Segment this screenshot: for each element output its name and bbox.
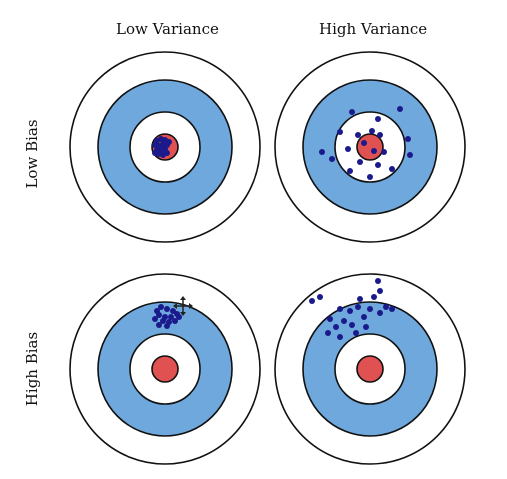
shot-dot <box>337 306 343 312</box>
shot-dot <box>405 136 411 142</box>
shot-dot <box>164 306 170 312</box>
shot-dot <box>347 308 353 314</box>
shot-dot <box>176 314 182 320</box>
shot-dot <box>355 132 361 138</box>
shot-dot <box>347 168 353 174</box>
bullseye <box>356 355 384 383</box>
target-high-bias-low-variance <box>69 273 261 465</box>
shot-dot <box>325 330 331 336</box>
bullseye <box>356 133 384 161</box>
cursor-icon <box>173 296 193 316</box>
shot-dot <box>357 159 363 165</box>
shot-dot <box>377 288 383 294</box>
shot-dot <box>333 324 339 330</box>
shot-dot <box>375 162 381 168</box>
shot-dot <box>152 316 158 322</box>
shot-dot <box>337 334 343 340</box>
shot-dot <box>329 156 335 162</box>
column-label-low-variance: Low Variance <box>116 20 219 38</box>
shot-dot <box>327 316 333 322</box>
shot-dot <box>397 106 403 112</box>
shot-dot <box>341 318 347 324</box>
shot-dot <box>337 129 343 135</box>
shot-dot <box>317 294 323 300</box>
bullseye <box>151 355 179 383</box>
shot-dot <box>389 166 395 172</box>
shot-dot <box>168 314 174 320</box>
shot-dot <box>375 278 381 284</box>
shot-dot <box>349 109 355 115</box>
shot-dot <box>383 304 389 310</box>
column-label-high-variance: High Variance <box>319 20 428 38</box>
shot-dot <box>159 144 165 150</box>
shot-dot <box>367 306 373 312</box>
shot-dot <box>371 148 377 154</box>
shot-dot <box>164 150 170 156</box>
shot-dot <box>371 294 377 300</box>
target-high-bias-high-variance <box>274 273 466 465</box>
shot-dot <box>345 146 351 152</box>
shot-dot <box>381 149 387 155</box>
shot-dot <box>160 318 166 324</box>
shot-dot <box>164 323 170 329</box>
shot-dot <box>152 150 158 156</box>
target-low-bias-low-variance <box>69 51 261 243</box>
shot-dot <box>369 128 375 134</box>
shot-dot <box>375 116 381 122</box>
shot-dot <box>156 322 162 328</box>
shot-dot <box>158 304 164 310</box>
shot-dot <box>319 149 325 155</box>
shot-dot <box>363 324 369 330</box>
shot-dot <box>309 298 315 304</box>
shot-dot <box>367 174 373 180</box>
shot-dot <box>361 140 367 146</box>
shot-dot <box>166 139 172 145</box>
shot-dot <box>353 330 359 336</box>
shot-dot <box>172 318 178 324</box>
shot-dot <box>355 304 361 310</box>
shot-dot <box>377 132 383 138</box>
shot-dot <box>349 322 355 328</box>
shot-dot <box>156 312 162 318</box>
shot-dot <box>407 152 413 158</box>
shot-dot <box>357 296 363 302</box>
target-low-bias-high-variance <box>274 51 466 243</box>
shot-dot <box>361 314 367 320</box>
shot-dot <box>377 310 383 316</box>
shot-dot <box>389 306 395 312</box>
